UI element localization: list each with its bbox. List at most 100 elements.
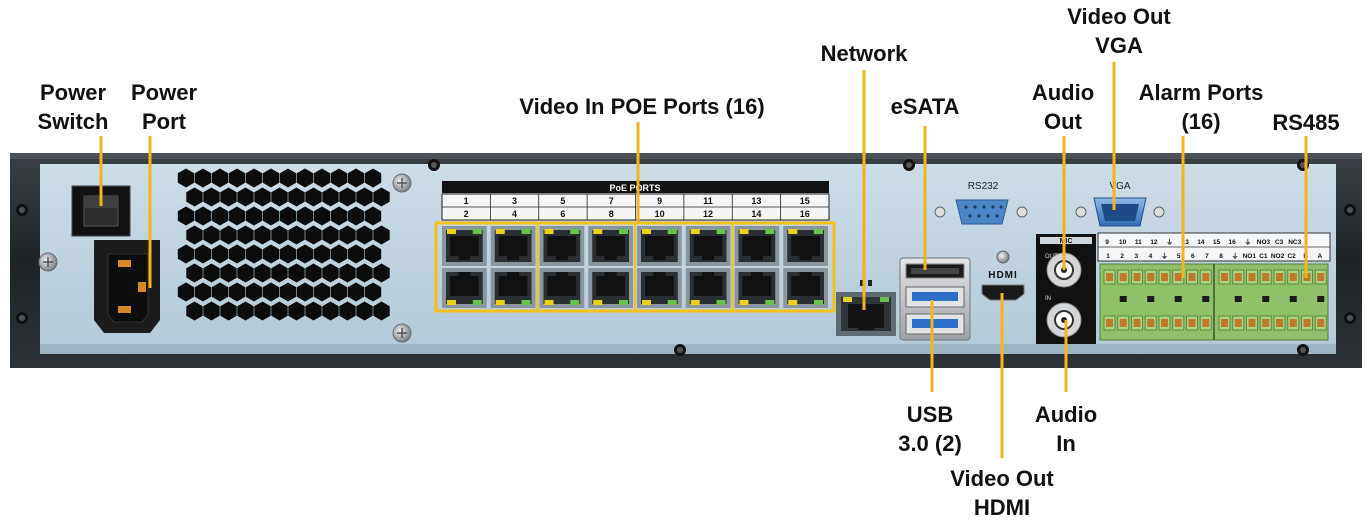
alarm-bottom-label: 8 [1219,253,1223,260]
poe-jack-tab [458,272,471,278]
terminal-screw [1262,319,1270,327]
poe-led-green [472,300,482,305]
mic-label: MIC [1060,238,1073,245]
poe-led-yellow [593,229,603,234]
terminal-screw [1202,273,1210,281]
vent-hole [186,225,203,245]
terminal-screw [1317,273,1325,281]
vent-hole [296,168,314,188]
poe-number-top: 7 [609,196,614,206]
rs232-port: RS232 [934,181,1028,225]
vent-hole [313,168,331,188]
vent-hole [254,263,271,283]
vent-hole [356,225,373,245]
alarm-bottom-label: 1 [1106,253,1110,260]
poe-jack-tab [702,272,715,278]
vent-hole [254,225,271,245]
poe-jack-tab [604,254,617,260]
poe-led-yellow [642,229,651,234]
poe-led-green [667,300,677,305]
poe-jack-tab [750,272,763,278]
alarm-top-label: 15 [1213,239,1221,246]
vent-hole [279,206,297,226]
vent-hole [305,263,322,283]
vent-hole [288,301,305,321]
terminal-screw [1276,319,1283,327]
poe-led-green [472,229,482,234]
vent-hole [237,187,254,207]
vent-hole [364,282,382,302]
alarm-top-label: 10 [1119,239,1127,246]
terminal-screw [1262,273,1270,281]
vent-hole [177,244,195,264]
poe-jack-tab [799,272,812,278]
vent-hole [203,301,220,321]
alarm-bottom-label: A [1318,253,1323,260]
poe-jack-opening [450,236,479,256]
vent-hole [313,206,331,226]
vent-hole [177,206,195,226]
poe-led-green [570,300,580,305]
vent-hole [211,282,229,302]
vent-hole [211,244,229,264]
vent-hole [330,244,348,264]
vent-hole [322,301,339,321]
network-port [836,280,896,336]
poe-jack-opening [645,276,674,296]
poe-led-green [716,300,726,305]
poe-number-top: 5 [560,196,565,206]
poe-led-yellow [447,300,456,305]
terminal-screw [1234,273,1242,281]
poe-led-yellow [739,229,749,234]
alarm-bottom-label: 3 [1134,253,1138,260]
vga-label: VGA [1109,181,1130,192]
terminal-screw [1248,319,1256,327]
vga-port: VGA [1075,181,1165,227]
poe-jack-opening [547,276,577,296]
vent-hole [245,282,263,302]
hdmi-port: HDMI [981,250,1025,301]
terminal-screw [1161,273,1168,281]
vent-hole [339,225,356,245]
vent-hole [356,187,373,207]
poe-jack-tab [555,254,568,260]
terminal-screw [1289,319,1297,327]
alarm-top-label: ⏚ [1166,238,1173,246]
vent-hole [322,225,339,245]
poe-number-bottom: 10 [655,209,665,219]
terminal-screw [1248,273,1256,281]
vent-hole [220,263,237,283]
poe-jack-tab [653,272,666,278]
alarm-terminals [1103,269,1327,331]
terminal-screw [1161,319,1168,327]
vent-hole [313,244,331,264]
poe-jack-opening [693,236,723,256]
vent-hole [203,187,220,207]
terminal-screw [1119,319,1127,327]
vent-hole [186,301,203,321]
poe-highlight-frame [434,221,836,313]
vent-hole [211,206,229,226]
panel-screws [38,173,412,343]
alarm-top-label: 9 [1105,239,1109,246]
vent-hole [364,168,382,188]
terminal-slot [1262,296,1270,302]
vent-hole [194,244,212,264]
alarm-bottom-label: C1 [1259,253,1268,260]
vent-hole [347,168,365,188]
vent-hole [177,282,195,302]
vent-hole [279,168,297,188]
poe-jack-tab [555,272,568,278]
vent-hole [339,301,356,321]
vent-hole [228,282,246,302]
poe-led-green [521,229,531,234]
vent-hole [262,206,280,226]
vent-hole [347,282,365,302]
poe-led-yellow [642,300,651,305]
poe-led-green [814,229,823,234]
